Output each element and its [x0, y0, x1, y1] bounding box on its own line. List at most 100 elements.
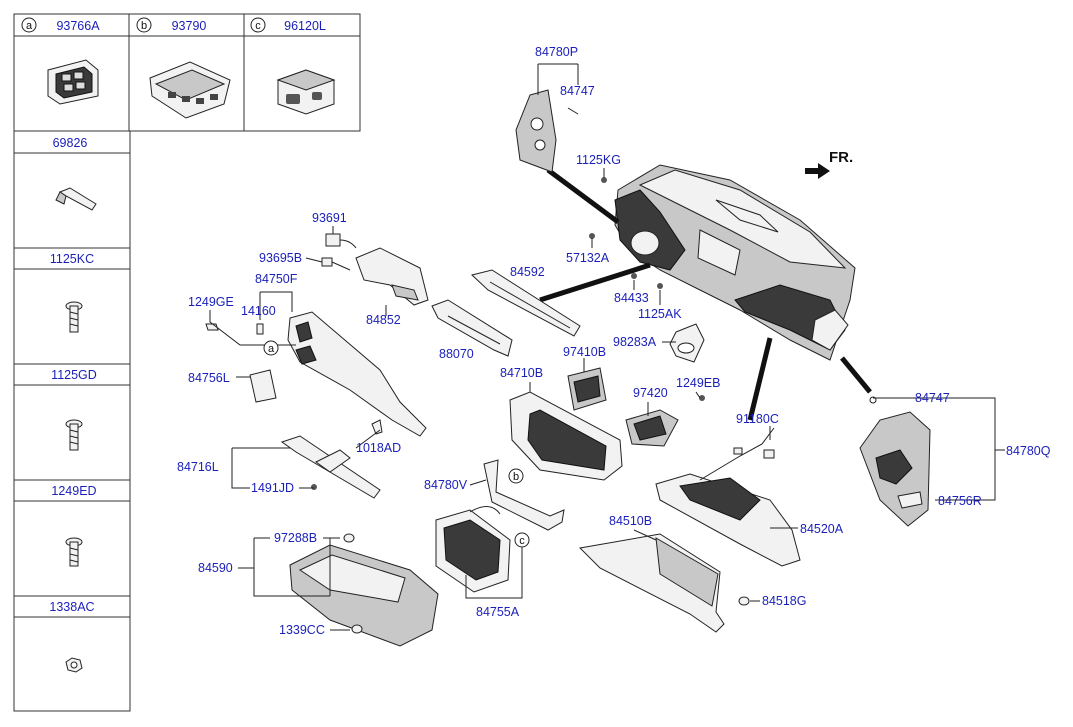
- callout-leaders: [209, 63, 1005, 631]
- callout-84520A[interactable]: 84520A: [800, 522, 844, 536]
- legend-letter-b: b: [141, 20, 147, 32]
- callout-84780V[interactable]: 84780V: [424, 478, 468, 492]
- ref-marker-a: a: [263, 340, 279, 356]
- switch-93790-illustration: [149, 61, 231, 119]
- legend-table: a 93766A b 93790 c 96120L: [13, 13, 361, 712]
- bolt-57132A: [589, 233, 595, 239]
- bolt-1249EB: [699, 395, 705, 401]
- legend-part-1125GD: 1125GD: [51, 368, 97, 382]
- callout-labels: 84780P 84747 1125KG 57132A 84592 84433 1…: [177, 45, 1051, 637]
- nut-1338AC-illustration: [65, 657, 83, 673]
- callout-84716L[interactable]: 84716L: [177, 460, 219, 474]
- panel-88070-illustration: [431, 299, 513, 357]
- callout-84510B[interactable]: 84510B: [609, 514, 652, 528]
- callout-84780P[interactable]: 84780P: [535, 45, 578, 59]
- harness-91180C-illustration: [699, 427, 775, 481]
- vent-97410B-illustration: [567, 367, 607, 411]
- crash-pad-assembly-illustration: [614, 164, 856, 361]
- callout-84750F[interactable]: 84750F: [255, 272, 298, 286]
- callout-84592[interactable]: 84592: [510, 265, 545, 279]
- legend-circle-a: [21, 17, 37, 33]
- legend-part-1249ED: 1249ED: [51, 484, 96, 498]
- ref-marker-b: b: [508, 468, 524, 484]
- legend-letter-a: a: [26, 20, 33, 32]
- callout-88070[interactable]: 88070: [439, 347, 474, 361]
- legend-part-69826: 69826: [53, 136, 88, 150]
- callout-1339CC[interactable]: 1339CC: [279, 623, 325, 637]
- callout-91180C[interactable]: 91180C: [736, 412, 779, 426]
- housing-84755A-illustration: [435, 506, 511, 593]
- glove-box-84510B-illustration: [578, 533, 725, 633]
- bolt-1125GD-illustration: [65, 419, 83, 451]
- legend-part-96120L: 96120L: [284, 19, 326, 33]
- tray-84590-illustration: [289, 544, 439, 647]
- legend-part-93790: 93790: [172, 19, 207, 33]
- connector-93695B-illustration: [321, 257, 351, 271]
- callout-97420[interactable]: 97420: [633, 386, 668, 400]
- clip-69826-illustration: [55, 187, 97, 211]
- switch-93766A-illustration: [47, 59, 99, 105]
- lower-panel-84750F-illustration: [287, 311, 427, 437]
- connector-93691-illustration: [325, 233, 357, 249]
- callout-1491JD[interactable]: 1491JD: [251, 481, 294, 495]
- callout-84710B[interactable]: 84710B: [500, 366, 543, 380]
- callout-84852[interactable]: 84852: [366, 313, 401, 327]
- center-panel-84710B-illustration: [509, 391, 623, 481]
- callout-1249EB[interactable]: 1249EB: [676, 376, 720, 390]
- callout-1249GE[interactable]: 1249GE: [188, 295, 234, 309]
- shroud-84852-illustration: [355, 247, 429, 306]
- front-direction-label: FR.: [829, 149, 853, 166]
- bolt-84433: [631, 273, 637, 279]
- callout-1125KG[interactable]: 1125KG: [576, 153, 621, 167]
- callout-84518G[interactable]: 84518G: [762, 594, 806, 608]
- brace-84716L-illustration: [280, 435, 381, 499]
- front-direction-indicator: FR.: [805, 149, 853, 179]
- bolt-14160-illustration: [256, 323, 264, 335]
- bolt-1125KC-illustration: [65, 301, 83, 333]
- side-cover-84780Q-illustration: [859, 396, 931, 527]
- leader-bands: [539, 167, 872, 421]
- legend-letter-c: c: [255, 20, 261, 32]
- bracket-84592-illustration: [470, 269, 581, 337]
- glove-box-housing-84520A-illustration: [655, 473, 801, 567]
- bolt-1125KG: [601, 177, 607, 183]
- legend-circle-c: [250, 17, 266, 33]
- ref-letter-c: c: [519, 535, 525, 547]
- bezel-84780V-illustration: [483, 459, 565, 531]
- legend-part-1125KC: 1125KC: [50, 252, 94, 266]
- callout-93695B[interactable]: 93695B: [259, 251, 302, 265]
- callout-14160[interactable]: 14160: [241, 304, 276, 318]
- vent-97420-illustration: [625, 409, 679, 447]
- bolt-1491JD: [311, 484, 317, 490]
- front-arrow-icon: [805, 163, 830, 179]
- callout-98283A[interactable]: 98283A: [613, 335, 657, 349]
- callout-1018AD[interactable]: 1018AD: [356, 441, 401, 455]
- duct-98283A-illustration: [669, 323, 705, 363]
- bumper-84518G-illustration: [738, 596, 750, 606]
- bolt-1125AK: [657, 283, 663, 289]
- cover-84756L-illustration: [249, 369, 277, 403]
- switch-96120L-illustration: [276, 69, 336, 115]
- callout-84747-top[interactable]: 84747: [560, 84, 595, 98]
- callout-97410B[interactable]: 97410B: [563, 345, 606, 359]
- callout-84756L[interactable]: 84756L: [188, 371, 230, 385]
- nut-1339CC-illustration: [351, 624, 363, 634]
- callout-84590[interactable]: 84590: [198, 561, 233, 575]
- ref-letter-b: b: [513, 471, 519, 483]
- legend-circle-b: [136, 17, 152, 33]
- callout-84780Q[interactable]: 84780Q: [1006, 444, 1051, 458]
- bolt-1249ED-illustration: [65, 537, 83, 567]
- callout-84747-right[interactable]: 84747: [915, 391, 950, 405]
- callout-93691[interactable]: 93691: [312, 211, 347, 225]
- callout-1125AK[interactable]: 1125AK: [638, 307, 682, 321]
- side-cover-84780P-illustration: [515, 89, 579, 173]
- legend-part-1338AC: 1338AC: [49, 600, 94, 614]
- callout-84755A[interactable]: 84755A: [476, 605, 520, 619]
- ref-marker-c: c: [514, 532, 530, 548]
- callout-84433[interactable]: 84433: [614, 291, 649, 305]
- callout-97288B[interactable]: 97288B: [274, 531, 317, 545]
- callout-84756R[interactable]: 84756R: [938, 494, 982, 508]
- callout-57132A[interactable]: 57132A: [566, 251, 610, 265]
- bolt-97288B-illustration: [343, 533, 355, 543]
